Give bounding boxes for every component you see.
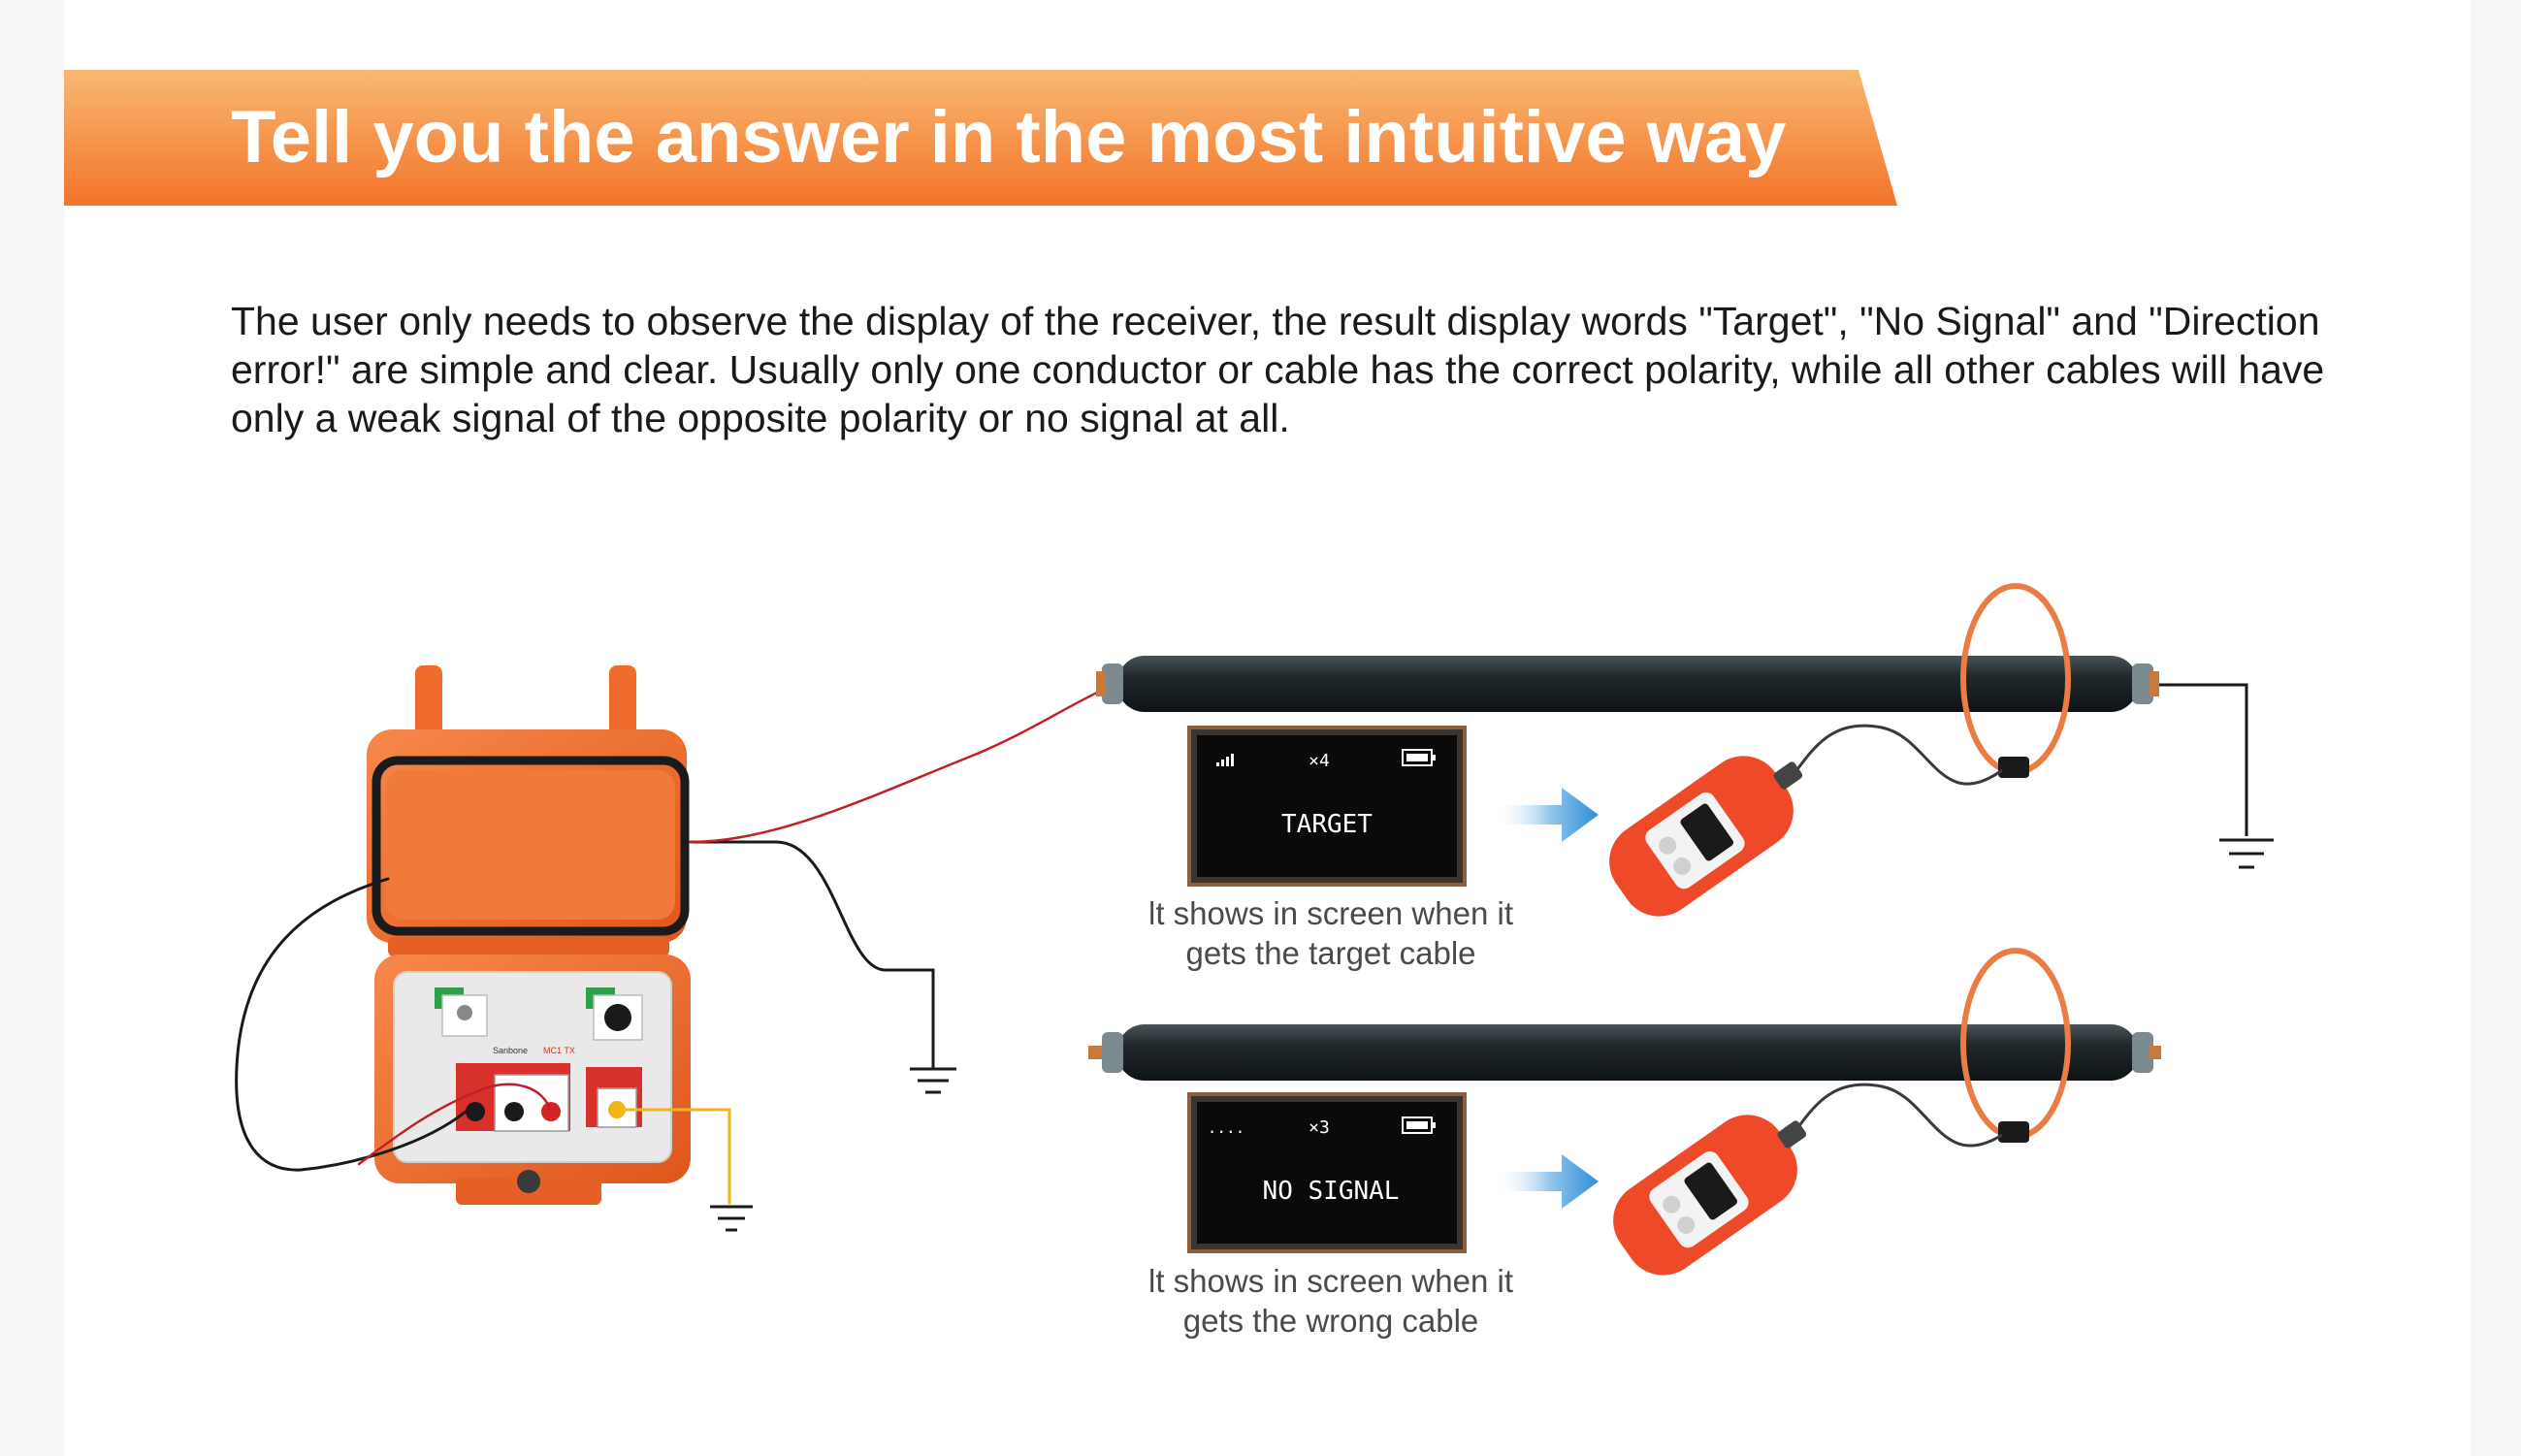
ground-symbol-left — [910, 1067, 956, 1094]
target-multiplier: ×4 — [1309, 751, 1330, 771]
wrong-cable — [1088, 1024, 2161, 1081]
receiver-device-top — [1609, 756, 1803, 917]
receiver-device-bottom — [1613, 1115, 1807, 1276]
transmitter-brand-text: Sanbone — [493, 1046, 528, 1055]
intro-paragraph: The user only needs to observe the displ… — [231, 299, 2325, 440]
target-status: TARGET — [1281, 810, 1373, 839]
target-caption: lt shows in screen when it gets the targ… — [1088, 893, 1573, 973]
screen-target: ×4 TARGET — [1187, 726, 1467, 887]
arrow-icon-bottom — [1494, 1154, 1599, 1209]
signal-bars-icon — [1216, 754, 1234, 766]
target-cable — [1096, 656, 2248, 836]
wrong-caption: lt shows in screen when it gets the wron… — [1088, 1261, 1573, 1341]
transmitter-device: Sanbone MC1 TX — [367, 665, 691, 1205]
current-clamp-top — [1791, 583, 2071, 786]
transmitter-model-text: MC1 TX — [543, 1046, 575, 1055]
no-signal-marker: .... — [1208, 1118, 1245, 1137]
no-signal-status: NO SIGNAL — [1263, 1177, 1400, 1206]
current-clamp-bottom — [1791, 948, 2071, 1148]
no-signal-multiplier: ×3 — [1309, 1117, 1330, 1138]
target-caption-line1: lt shows in screen when it — [1147, 895, 1513, 931]
transmitter-leads — [235, 687, 1108, 1205]
wrong-caption-line2: gets the wrong cable — [1182, 1303, 1479, 1339]
screen-no-signal: .... ×3 NO SIGNAL — [1187, 1092, 1467, 1253]
ground-symbol-transmitter — [710, 1205, 753, 1232]
page-title: Tell you the answer in the most intuitiv… — [231, 96, 1787, 178]
wrong-caption-line1: lt shows in screen when it — [1147, 1263, 1513, 1299]
title-banner: Tell you the answer in the most intuitiv… — [64, 70, 1897, 206]
ground-symbol-right — [2219, 838, 2274, 869]
target-caption-line2: gets the target cable — [1185, 935, 1476, 971]
battery-icon — [1402, 1116, 1436, 1134]
arrow-icon-top — [1494, 788, 1599, 842]
battery-icon — [1402, 749, 1436, 766]
